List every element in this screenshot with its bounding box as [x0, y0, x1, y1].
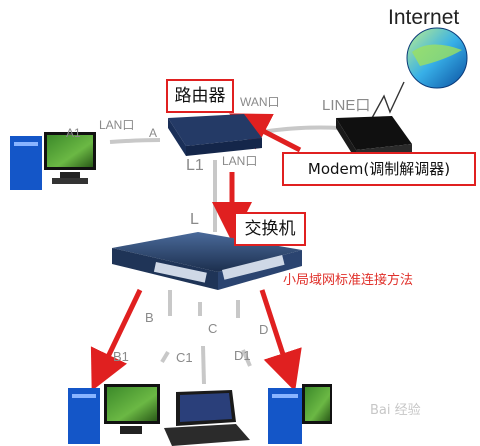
left-lan-port-label: LAN口 [99, 118, 135, 132]
internet-label: Internet [388, 6, 460, 29]
l-label: L [190, 211, 199, 228]
c1-label: C1 [176, 350, 193, 365]
cable-c1 [201, 345, 206, 385]
left-top-computer-icon [10, 132, 96, 190]
modem-label: Modem(调制解调器) [282, 152, 476, 186]
wan-port-label: WAN口 [240, 95, 280, 109]
cable-d1 [241, 349, 252, 367]
lan-cable-a [109, 138, 161, 144]
d1-label: D1 [234, 348, 251, 363]
diagram-caption: 小局域网标准连接方法 [283, 273, 414, 288]
switch-label: 交换机 [234, 212, 306, 246]
router-label: 路由器 [166, 79, 234, 113]
bottom-left-computer-icon [68, 384, 160, 444]
laptop-computer-icon [164, 390, 250, 446]
router-lan-port-label: LAN口 [222, 154, 258, 168]
internet-globe-icon [406, 27, 468, 89]
bottom-right-computer-icon [268, 384, 332, 444]
cable-b1 [160, 350, 170, 364]
wan-cable [261, 125, 341, 134]
b1-label: B1 [113, 349, 129, 364]
internet-link-line [371, 81, 405, 119]
b-label: B [145, 310, 154, 325]
arrow-switch-to-right-pc [259, 289, 302, 392]
c-label: C [208, 321, 218, 336]
arrow-switch-to-left-pc [90, 288, 143, 392]
router-device-icon [168, 114, 262, 156]
a-label: A [149, 126, 158, 140]
l1-label: L1 [186, 157, 204, 174]
a1-label: A1 [66, 126, 81, 140]
baidu-watermark: Bai 经验 [370, 403, 421, 418]
d-label: D [259, 322, 269, 337]
line-port-label: LINE口 [322, 97, 371, 114]
